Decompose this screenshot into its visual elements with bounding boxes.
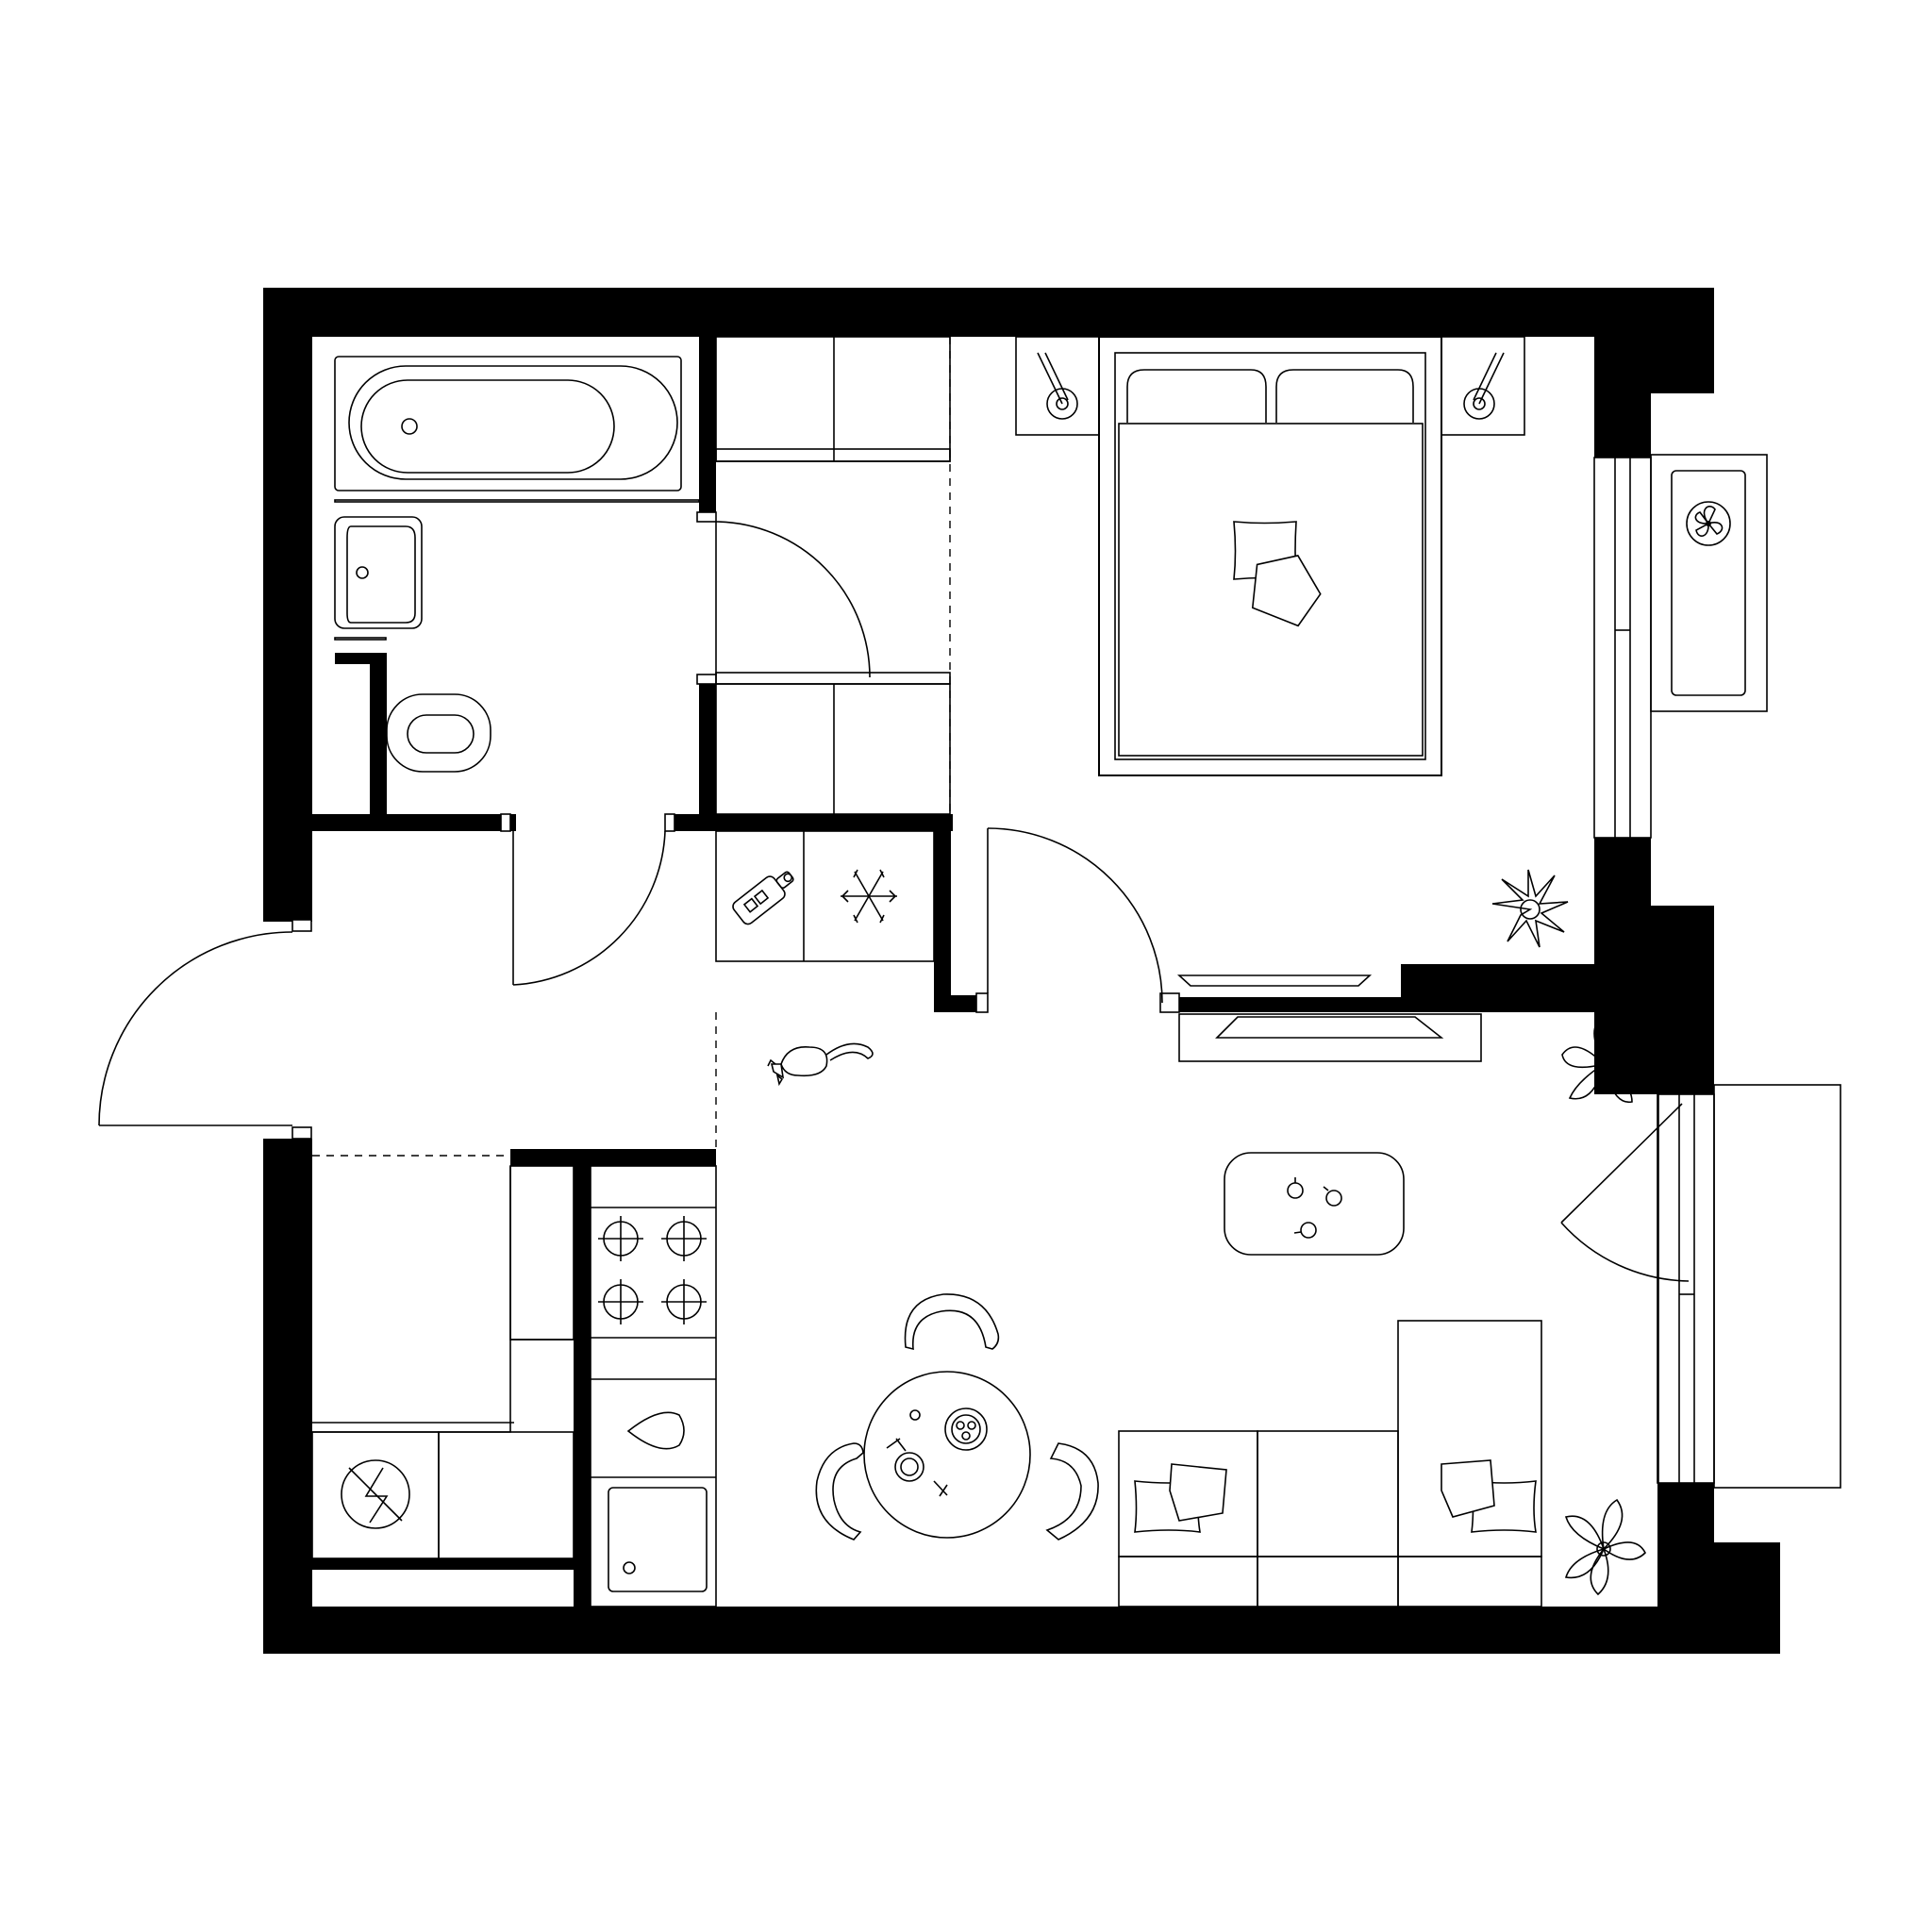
door-swing-icon [975,827,1180,1013]
doors [98,511,1690,1282]
plate-icon [894,1452,924,1482]
cooktop-icon [598,1216,707,1324]
coffee-table-icon [1224,1152,1405,1256]
bathtub-icon [334,356,682,491]
cup-icon [1323,1186,1342,1207]
plant-icon [1564,1498,1646,1596]
cup-icon [1287,1177,1304,1199]
washbasin-icon [334,516,423,629]
snowflake-icon [841,869,897,924]
balcony [1650,454,1768,712]
sofa-icon [1118,1320,1542,1607]
plant-icon [1561,1016,1644,1104]
kitchen-counter [590,1165,717,1607]
kitchen-cabinets [715,830,935,962]
wardrobe [715,336,951,815]
pillow-icon [1233,521,1322,627]
cat-icon [767,1042,874,1087]
oven-icon [608,1487,708,1592]
pillow-icon [1134,1463,1227,1533]
walls [263,288,1780,1654]
window-icon [1657,1093,1715,1484]
door-swing-icon [500,813,675,986]
double-bed-icon [1098,336,1442,776]
cup-icon [1293,1222,1317,1239]
chair-icon [1045,1442,1099,1541]
window-icon [1593,457,1652,839]
sink-icon [626,1411,685,1450]
cutting-board-icon [732,871,794,925]
door-swing-icon [696,511,871,685]
chair-icon [904,1293,1000,1351]
door-swing-icon [1560,1103,1690,1282]
fan-icon [1686,501,1731,546]
dining-table-icon [863,1371,1031,1539]
toilet-icon [386,693,491,773]
cutlery-icon [886,1409,948,1497]
storage [311,1165,575,1559]
door-swing-icon [98,919,312,1140]
bedside-lamp-icon [1441,336,1525,436]
bedside-lamp-icon [1015,336,1100,436]
plant-icon [1491,869,1569,948]
chair-icon [815,1442,864,1541]
electrical-panel-icon [341,1459,410,1529]
tv-stand-icon [1176,974,1482,1062]
pillow-icon [1441,1459,1537,1533]
room-boundaries [312,337,951,1157]
plate-icon [944,1407,988,1451]
loggia [1657,1084,1841,1489]
